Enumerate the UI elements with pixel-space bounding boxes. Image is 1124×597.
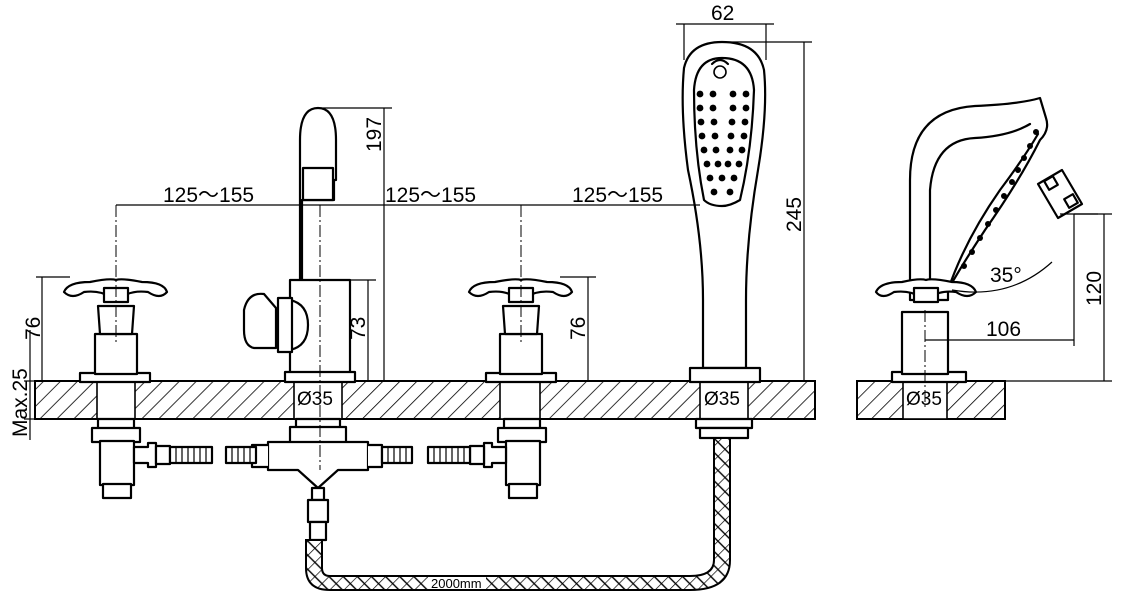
left-handle-height-label: 76: [22, 317, 45, 340]
deck-thickness-label: Max.25: [9, 368, 32, 437]
spacing-left-label: 125～155: [163, 184, 254, 207]
hand-shower: [681, 40, 767, 440]
hole-spout-label: Ø35: [297, 389, 333, 410]
side-reach-label: 106: [986, 318, 1021, 341]
spacing-right-label: 125～155: [572, 184, 663, 207]
deck-main: [34, 380, 816, 420]
side-angle-label: 35°: [990, 264, 1022, 287]
handshower-width-label: 62: [711, 2, 734, 25]
spout-body-height-label: 73: [347, 317, 370, 340]
handshower-length-label: 245: [783, 197, 806, 232]
spacing-mid-label: 125～155: [385, 184, 476, 207]
hole-shower-label: Ø35: [704, 389, 740, 410]
hole-side-label: Ø35: [906, 389, 942, 410]
hose-length-label: 2000mm: [431, 576, 482, 591]
side-height-label: 120: [1083, 271, 1106, 306]
side-view-faucet: [874, 96, 1084, 384]
spout-height-label: 197: [363, 117, 386, 152]
hose-label-bg: [428, 577, 486, 589]
shower-hose: [305, 437, 731, 591]
dimension-lines: [24, 23, 1112, 470]
right-handle-height-label: 76: [567, 317, 590, 340]
